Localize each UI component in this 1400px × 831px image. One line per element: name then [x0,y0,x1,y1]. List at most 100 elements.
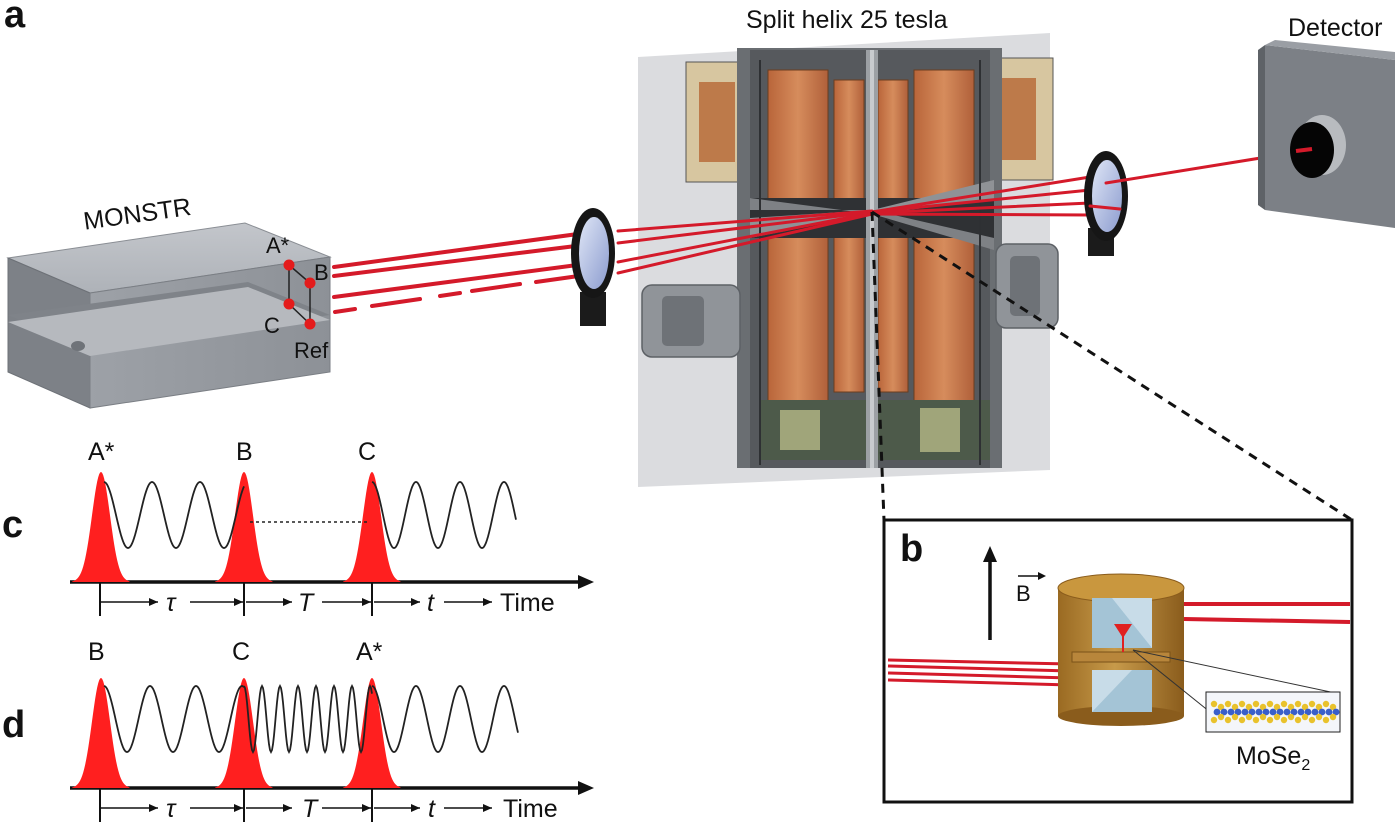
se-atom [1322,716,1330,724]
input-lens [571,208,615,326]
se-atom [1287,703,1295,711]
se-atom [1315,703,1323,711]
seq-d-axis-arrow [578,781,594,795]
mo-atom [1227,708,1235,716]
seq-c-pulse-1-label: A* [88,438,115,466]
seq-d-pulse-3-label: A* [356,638,383,666]
mose2-lattice [1132,649,1341,733]
port-c-label: C [264,313,280,338]
se-atom [1259,713,1267,721]
se-atom [1308,716,1316,724]
se-atom [1301,713,1309,721]
se-atom [1231,713,1239,721]
seq-c-oscillation-2 [371,481,517,549]
seq-c-pulse-3-label: C [358,438,377,466]
seq-d-interval-t: t [428,795,435,823]
mo-atom [1276,708,1284,716]
seq-c-ruler-arrow-t-a [411,598,420,606]
inset-field-arrow [983,546,1046,640]
seq-c-axis-arrow [578,575,594,589]
seq-d-ruler-arrow-T-b [362,804,371,812]
se-atom [1308,700,1316,708]
se-atom [1273,713,1281,721]
se-atom [1238,716,1246,724]
mo-atom [1269,708,1277,716]
detector-label: Detector [1288,14,1383,42]
mo-atom [1332,708,1340,716]
seq-d-pulse-1 [72,678,130,788]
se-atom [1301,703,1309,711]
seq-c-ruler-arrow-T-b [362,598,371,606]
panel-label-c: c [2,504,24,546]
se-atom [1217,703,1225,711]
magnet-title: Split helix 25 tesla [746,6,948,34]
seq-c-oscillation-1 [103,481,245,549]
se-atom [1217,713,1225,721]
se-atom [1231,703,1239,711]
se-atom [1224,700,1232,708]
se-atom [1252,700,1260,708]
seq-d-oscillation-3 [371,685,519,753]
monstr-port-diagram [283,259,316,330]
mo-atom [1241,708,1249,716]
seq-c-ruler-arrow-tau-a [149,598,158,606]
mo-atom [1283,708,1291,716]
field-label: B [1016,581,1031,606]
mo-atom [1304,708,1312,716]
port-b-dot [304,277,316,289]
se-atom [1280,700,1288,708]
mo-atom [1325,708,1333,716]
output-lens [1084,151,1128,256]
sample-label-text: MoSe [1236,742,1302,770]
se-atom [1266,700,1274,708]
mo-atom [1234,708,1242,716]
seq-d-ruler-arrow-T-a [283,804,292,812]
seq-d-interval-T: T [302,795,318,823]
seq-d-pulse-2-label: C [232,638,251,666]
se-atom [1245,703,1253,711]
seq-d-pulse-1-label: B [88,638,105,666]
seq-c-axis-label: Time [500,589,555,617]
panel-label-a: a [4,0,26,36]
seq-c-pulse-2 [215,472,273,582]
se-atom [1322,700,1330,708]
se-atom [1266,716,1274,724]
se-atom [1252,716,1260,724]
seq-d-oscillation-1 [103,685,245,753]
input-beams [332,229,602,314]
se-atom [1280,716,1288,724]
mo-atom [1297,708,1305,716]
mo-atom [1290,708,1298,716]
seq-c-pulse-3 [343,472,401,582]
pulse-sequence-c [70,472,594,616]
sample-label-subscript: 2 [1301,757,1311,774]
se-atom [1329,713,1337,721]
sample-label: MoSe2 [1236,744,1310,774]
se-atom [1315,713,1323,721]
se-atom [1210,700,1218,708]
seq-c-interval-T: T [298,589,314,617]
seq-d-pulse-2 [215,678,273,788]
pulse-sequence-d [70,678,594,822]
mo-atom [1311,708,1319,716]
se-atom [1245,713,1253,721]
zoom-lines [870,210,1353,522]
split-helix-magnet [638,33,1059,487]
seq-c-pulse-2-label: B [236,438,253,466]
seq-c-pulse-1 [72,472,130,582]
seq-c-ruler-arrow-tau-b [234,598,243,606]
se-atom [1287,713,1295,721]
seq-c-interval-tau: τ [166,589,176,617]
detector [1258,40,1395,228]
mo-atom [1213,708,1221,716]
seq-c-ruler-arrow-t-b [483,598,492,606]
port-a-star-label: A* [266,233,290,258]
port-a-star-dot [283,259,295,271]
port-c-dot [283,298,295,310]
mo-atom [1318,708,1326,716]
panel-label-d: d [2,704,26,746]
port-b-label: B [314,260,329,285]
se-atom [1294,700,1302,708]
